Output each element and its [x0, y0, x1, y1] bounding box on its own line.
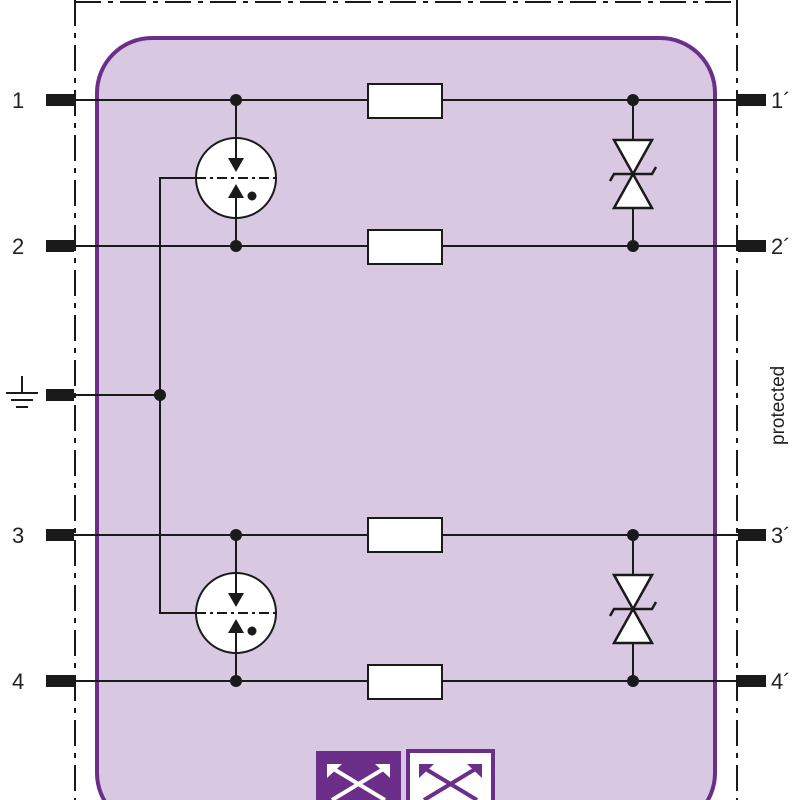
expand-icon-dark [316, 751, 401, 800]
resistor-line-4 [367, 664, 443, 700]
terminal-label-2: 2 [12, 234, 24, 259]
terminal-label-4: 4 [12, 669, 24, 694]
terminals-left [46, 94, 74, 687]
enclosure-outline [74, 0, 738, 800]
expand-icon-light [406, 749, 495, 800]
junction-dots [154, 94, 639, 687]
resistor-line-1 [367, 83, 443, 119]
tvs-diode-lower [608, 573, 658, 645]
tvs-diode-upper [608, 138, 658, 210]
gas-discharge-tube-lower [195, 572, 277, 654]
protected-label: protected [768, 366, 789, 445]
resistor-line-2 [367, 229, 443, 265]
resistors [367, 83, 443, 700]
terminal-label-1-prime: 1´ [771, 88, 791, 113]
terminal-label-3-prime: 3´ [771, 523, 791, 548]
terminal-label-1: 1 [12, 88, 24, 113]
terminal-label-2-prime: 2´ [771, 234, 791, 259]
ground-icon [6, 376, 38, 408]
terminals-right [738, 94, 766, 687]
gas-discharge-tube-upper [195, 137, 277, 219]
terminal-label-4-prime: 4´ [771, 669, 791, 694]
resistor-line-3 [367, 517, 443, 553]
terminal-label-3: 3 [12, 523, 24, 548]
